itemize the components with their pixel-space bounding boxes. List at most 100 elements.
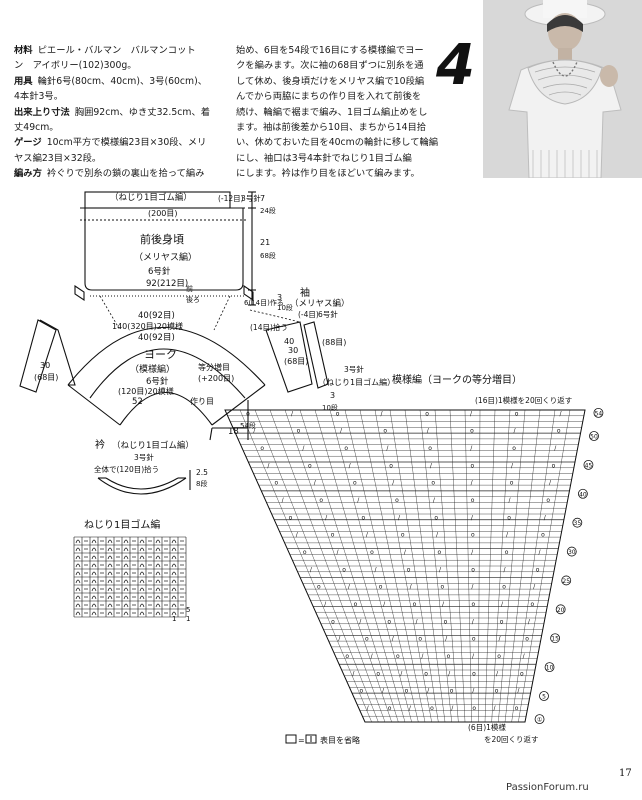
tools-label: 用具 — [14, 75, 33, 87]
rib-stitch-symbol — [107, 547, 113, 552]
yoke-pattern: （模様編） — [130, 363, 175, 375]
fan-stitch-symbol: o — [471, 532, 475, 539]
fan-column-line — [478, 409, 481, 723]
fan-stitch-symbol: o — [308, 462, 312, 469]
fan-stitch-symbol: / — [445, 636, 448, 643]
fan-column-line — [284, 409, 392, 723]
instruction-line: い、休めておいた目を40cmの輪針に移して輪編 — [236, 137, 439, 149]
rib-stitch-symbol — [155, 539, 161, 544]
fan-stitch-symbol: / — [352, 670, 355, 677]
fan-stitch-symbol: o — [396, 653, 400, 660]
fan-stitch-symbol: / — [471, 480, 474, 487]
fan-stitch-symbol: / — [528, 618, 531, 625]
fan-stitch-symbol: o — [450, 688, 454, 695]
fan-stitch-symbol: o — [383, 428, 387, 435]
rib-stitch-symbol — [171, 603, 177, 608]
fan-row-number: 40 — [579, 491, 587, 498]
yoke-right-30: 30 — [288, 346, 298, 355]
fan-row-number-circle — [550, 633, 561, 644]
fan-stitch-symbol: / — [366, 532, 369, 539]
fan-stitch-symbol: o — [342, 566, 346, 573]
fan-stitch-symbol: / — [560, 410, 563, 417]
fan-stitch-symbol: o — [336, 410, 340, 417]
fan-stitch-symbol: / — [501, 601, 504, 608]
fan-stitch-symbol: o — [472, 636, 476, 643]
body-subtitle: （メリヤス編） — [134, 251, 197, 263]
fan-stitch-symbol: / — [442, 601, 445, 608]
rib-stitch-symbol — [171, 611, 177, 616]
body-dim-gusset-rows: 10段 — [277, 303, 293, 312]
rib-stitch-symbol — [155, 571, 161, 576]
rib-stitch-symbol — [171, 555, 177, 560]
fan-stitch-symbol: / — [404, 549, 407, 556]
model-illustration — [483, 0, 642, 178]
fan-stitch-symbol: / — [544, 514, 547, 521]
rib-stitch-symbol — [123, 595, 129, 600]
fan-stitch-symbol: / — [448, 670, 451, 677]
fan-stitch-symbol: / — [433, 497, 436, 504]
fan-stitch-symbol: o — [470, 428, 474, 435]
rib-stitch-symbol — [91, 611, 97, 616]
fan-row-number: 54 — [595, 410, 603, 417]
fan-stitch-symbol: o — [246, 410, 250, 417]
rib-stitch-symbol — [123, 603, 129, 608]
body-dim-body: 21 — [260, 238, 270, 247]
fan-row-number-circle — [572, 517, 583, 528]
fan-stitch-symbol: / — [427, 688, 430, 695]
rib-stitch-symbol — [107, 587, 113, 592]
yoke-chart-top-note: (16目)1模様を20回くり返す — [475, 395, 572, 405]
yoke-increase-count: (+200目) — [198, 374, 234, 383]
fan-stitch-symbol: o — [437, 549, 441, 556]
rib-stitch-symbol — [171, 595, 177, 600]
watermark: PassionForum.ru — [506, 782, 589, 793]
fan-stitch-symbol: o — [505, 549, 509, 556]
fan-stitch-symbol: o — [497, 653, 501, 660]
rib-stitch-symbol — [139, 547, 145, 552]
fan-stitch-symbol: / — [296, 532, 299, 539]
fan-stitch-symbol: / — [415, 618, 418, 625]
fan-stitch-symbol: o — [370, 549, 374, 556]
rib-stitch-symbol — [107, 563, 113, 568]
legend-text: 表目を省略 — [320, 735, 360, 745]
fan-stitch-symbol: / — [436, 532, 439, 539]
rib-stitch-symbol — [91, 539, 97, 544]
fan-stitch-symbol: o — [401, 532, 405, 539]
materials-line1: 材料ピエール・バルマン バルマンコット — [14, 43, 229, 58]
fan-column-line — [344, 409, 419, 723]
fan-stitch-symbol: / — [392, 480, 395, 487]
sleeve-count-88: (88目) — [322, 338, 346, 347]
fan-stitch-symbol: o — [365, 636, 369, 643]
rib-stitch-symbol — [123, 539, 129, 544]
materials-line2: ン アイボリー(102)300g。 — [14, 60, 137, 72]
rib-stitch-symbol — [139, 539, 145, 544]
rib-stitch-symbol — [155, 579, 161, 584]
sleeve-needle: 6号針 — [318, 309, 338, 319]
rib-stitch-symbol — [107, 555, 113, 560]
instruction-line: んでから両脇にまちの作り目を入れて前後を — [236, 91, 422, 103]
fan-stitch-symbol: o — [331, 618, 335, 625]
fan-stitch-symbol: o — [289, 514, 293, 521]
method-label: 編み方 — [14, 168, 42, 180]
rib-stitch-symbol — [107, 539, 113, 544]
yoke-outer-arc — [67, 327, 266, 386]
fan-stitch-symbol: / — [471, 549, 474, 556]
body-rib-needle: 3号針 — [241, 193, 261, 203]
fan-row-number: 15 — [551, 636, 559, 643]
fan-stitch-symbol: o — [500, 618, 504, 625]
fan-stitch-symbol: / — [267, 462, 270, 469]
instructions-text-block: 始め、6目を54段で16目にする模様編でヨー クを編みます。次に袖の68目ずつに… — [236, 43, 439, 182]
right-sleeve — [265, 321, 313, 393]
rib-stitch-symbol — [155, 563, 161, 568]
fan-stitch-symbol: o — [536, 566, 540, 573]
fan-row-number-circle — [539, 691, 549, 701]
fan-stitch-symbol: o — [472, 670, 476, 677]
size-value1: 胸囲92cm、ゆき丈32.5cm、着 — [74, 106, 211, 118]
fan-row-number: 25 — [562, 578, 570, 585]
body-needle: 6号針 — [148, 266, 171, 277]
fan-stitch-symbol: o — [345, 653, 349, 660]
fan-stitch-symbol: / — [499, 636, 502, 643]
size-line2: 丈49cm。 — [14, 122, 59, 134]
pattern-number: 4 — [436, 33, 475, 98]
rib-stitch-symbol — [91, 587, 97, 592]
